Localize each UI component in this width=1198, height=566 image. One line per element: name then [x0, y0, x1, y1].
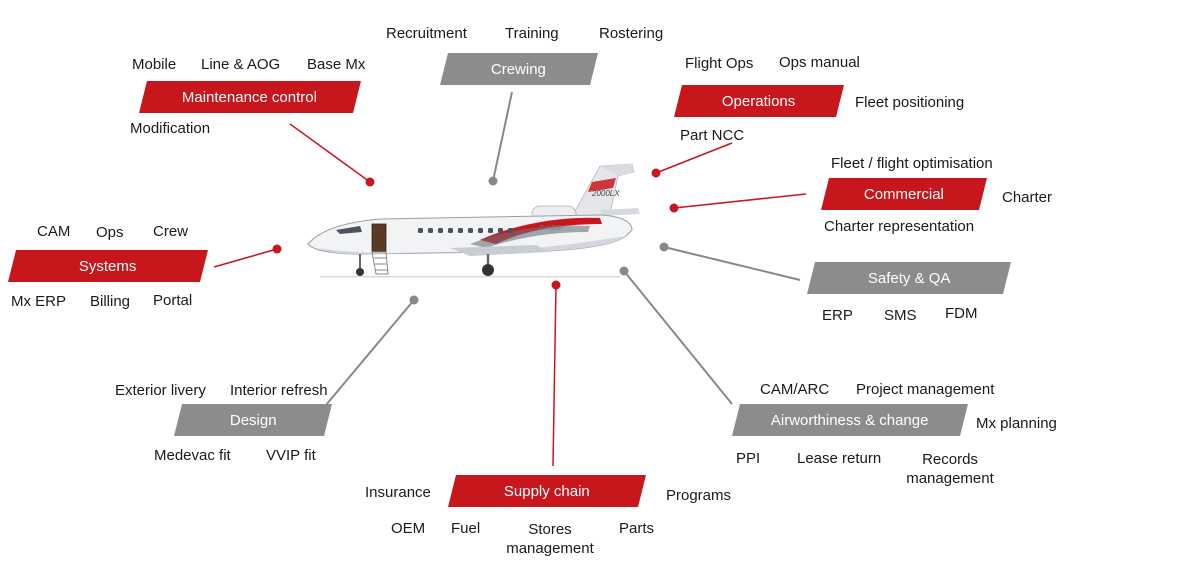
supply-chain-title: Supply chain [504, 482, 590, 500]
business-jet-illustration: 2000LX F-HBIP [307, 163, 640, 278]
maintenance-item-base-mx: Base Mx [307, 56, 366, 73]
systems-item-billing: Billing [90, 293, 131, 310]
design-item-exterior-livery: Exterior livery [115, 382, 206, 399]
connector-maintenance-control [289, 123, 375, 187]
maintenance-item-modification: Modification [130, 120, 211, 137]
supply-chain-item-oem: OEM [391, 520, 426, 537]
aircraft-registration: F-HBIP [540, 225, 563, 232]
supply-chain-item-stores-management: Stores management [506, 521, 594, 557]
safety-qa-title: Safety & QA [867, 269, 951, 287]
maintenance-item-line-aog: Line & AOG [201, 56, 281, 73]
airworthiness-title: Airworthiness & change [771, 411, 929, 429]
crewing-item-rostering: Rostering [599, 25, 664, 42]
design-title: Design [229, 411, 277, 429]
maintenance-control-banner: Maintenance control [139, 81, 361, 113]
crewing-item-training: Training [505, 25, 559, 42]
systems-item-mx-erp: Mx ERP [11, 293, 67, 310]
airworthiness-item-cam-arc: CAM/ARC [760, 381, 830, 398]
systems-item-portal: Portal [153, 292, 193, 309]
connector-airworthiness [619, 266, 733, 405]
airworthiness-item-records-management: Records management [906, 451, 994, 487]
safety-qa-item-fdm: FDM [945, 305, 978, 322]
design-item-interior-refresh: Interior refresh [230, 382, 328, 399]
systems-banner: Systems [8, 250, 208, 282]
connector-systems [213, 244, 282, 268]
safety-qa-banner: Safety & QA [807, 262, 1011, 294]
supply-chain-item-fuel: Fuel [451, 520, 481, 537]
design-item-vvip-fit: VVIP fit [266, 447, 316, 464]
connector-commercial [669, 193, 807, 213]
supply-chain-item-insurance: Insurance [365, 484, 431, 501]
operations-item-fleet-positioning: Fleet positioning [855, 94, 965, 111]
connector-operations [651, 142, 733, 178]
airworthiness-item-lease-return: Lease return [797, 450, 882, 467]
operations-banner: Operations [674, 85, 844, 117]
airworthiness-item-mx-planning: Mx planning [976, 415, 1057, 432]
airworthiness-banner: Airworthiness & change [732, 404, 968, 436]
systems-item-cam: CAM [37, 223, 71, 240]
crewing-banner: Crewing [440, 53, 598, 85]
commercial-title: Commercial [863, 185, 944, 203]
connector-supply-chain [551, 280, 561, 467]
operations-title: Operations [722, 92, 796, 110]
systems-item-crew: Crew [153, 223, 189, 240]
design-item-medevac-fit: Medevac fit [154, 447, 231, 464]
airworthiness-item-project-management: Project management [856, 381, 995, 398]
design-banner: Design [174, 404, 332, 436]
supply-chain-item-programs: Programs [666, 487, 732, 504]
crewing-item-recruitment: Recruitment [386, 25, 467, 42]
safety-qa-item-erp: ERP [822, 307, 853, 324]
supply-chain-banner: Supply chain [448, 475, 646, 507]
operations-item-part-ncc: Part NCC [680, 127, 745, 144]
airworthiness-item-ppi: PPI [736, 450, 761, 467]
systems-item-ops: Ops [96, 224, 124, 241]
operations-item-ops-manual: Ops manual [779, 54, 860, 71]
connector-crewing [488, 91, 513, 186]
safety-qa-item-sms: SMS [884, 307, 917, 324]
systems-title: Systems [79, 257, 137, 275]
commercial-banner: Commercial [821, 178, 987, 210]
connector-design [325, 295, 419, 406]
aircraft-model-badge: 2000LX [591, 189, 620, 198]
supply-chain-item-parts: Parts [619, 520, 655, 537]
connector-safety-qa [659, 242, 801, 281]
maintenance-item-mobile: Mobile [132, 56, 177, 73]
maintenance-control-title: Maintenance control [182, 88, 318, 106]
crewing-title: Crewing [491, 60, 547, 78]
commercial-item-fleet-flight-optimisation: Fleet / flight optimisation [831, 155, 993, 172]
operations-item-flight-ops: Flight Ops [685, 55, 754, 72]
commercial-item-charter-representation: Charter representation [824, 218, 975, 235]
commercial-item-charter: Charter [1002, 189, 1053, 206]
